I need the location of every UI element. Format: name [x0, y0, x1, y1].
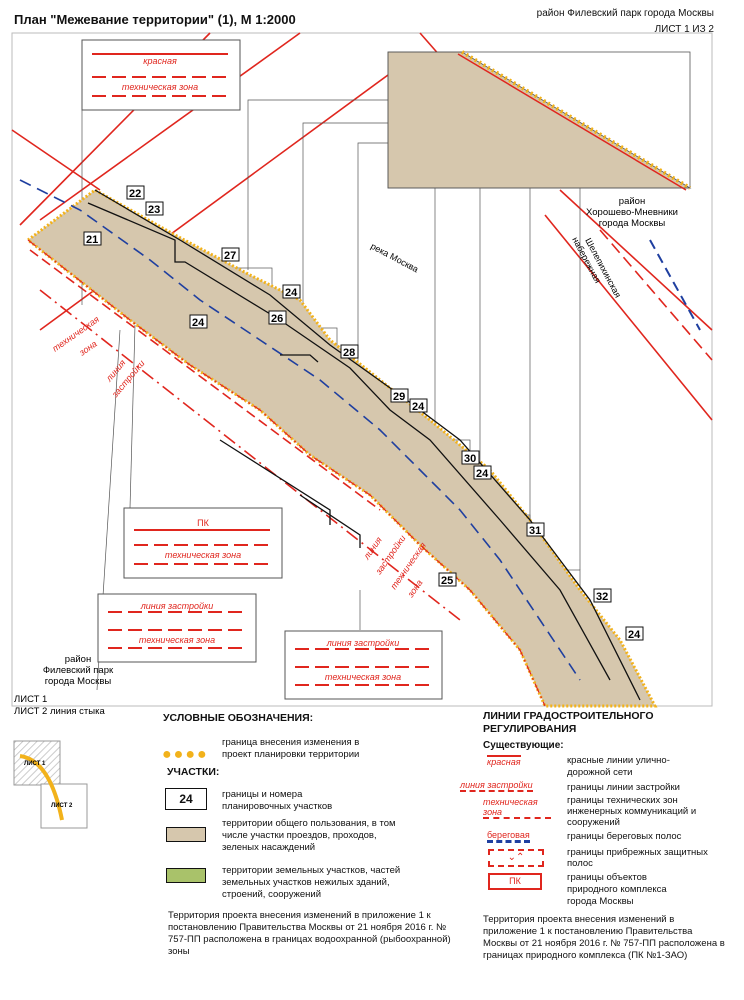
callout-natural-complex: ПК техническая зона	[123, 507, 283, 579]
district-ne-label: район Хорошево-Мневники города Москвы	[586, 196, 678, 229]
svg-text:22: 22	[129, 188, 141, 200]
parcel-22[interactable]: 22	[126, 185, 145, 200]
shore-line	[19, 179, 581, 681]
svg-text:техническая зона: техническая зона	[139, 635, 215, 645]
legend-land: территории земельных участков, частей зе…	[222, 865, 401, 900]
blue-dashed-line	[649, 239, 701, 331]
svg-text:линия: линия	[361, 535, 384, 562]
land-swatch	[166, 868, 206, 883]
lines-legend-item: красные линии улично-дорожной сети	[567, 755, 670, 778]
svg-text:29: 29	[393, 391, 405, 403]
svg-text:27: 27	[224, 250, 236, 262]
svg-text:техническая зона: техническая зона	[325, 672, 401, 682]
svg-text:26: 26	[271, 313, 283, 325]
sheet-number: ЛИСТ 1 ИЗ 2	[654, 24, 714, 35]
svg-text:31: 31	[529, 525, 541, 537]
svg-text:ЛИСТ 1: ЛИСТ 1	[24, 761, 46, 767]
parcel-21[interactable]: 21	[83, 231, 102, 246]
svg-text:24: 24	[412, 401, 425, 413]
svg-text:ЛИСТ 2: ЛИСТ 2	[51, 803, 73, 809]
inset-boundary	[460, 50, 692, 190]
legend-boundary: граница внесения изменения в проект план…	[222, 737, 360, 760]
svg-text:зона: зона	[77, 339, 99, 359]
lines-legend-subtitle: Существующие:	[483, 740, 564, 751]
legend-public: территории общего пользования, в том чис…	[222, 818, 396, 853]
svg-text:24: 24	[628, 629, 641, 641]
callout-building-line-1: линия застройки техническая зона	[97, 593, 257, 663]
svg-text:28: 28	[343, 347, 355, 359]
protective-strip-icon: ⌄⌃	[488, 849, 544, 867]
svg-text:24: 24	[285, 287, 298, 299]
lines-legend-item: границы объектов природного комплекса го…	[567, 872, 667, 907]
svg-text:21: 21	[86, 234, 98, 246]
tech-zone-symbol: техническая зона	[483, 797, 551, 819]
parcel-26[interactable]: 26	[268, 310, 287, 325]
svg-text:район: район	[619, 196, 645, 207]
parcel-labels: 22 23 21 27 24 26 24 28 29 24 30 24 31 2…	[83, 185, 644, 641]
svg-text:ПК: ПК	[197, 518, 209, 528]
parcels-title: УЧАСТКИ:	[167, 766, 220, 778]
red-lines	[11, 32, 713, 621]
svg-text:техническая зона: техническая зона	[165, 550, 241, 560]
lines-legend-item: границы технических зон инженерных комму…	[567, 795, 697, 828]
map-frame	[11, 32, 713, 707]
svg-text:зона: зона	[405, 578, 425, 600]
lines-legend-title: ЛИНИИ ГРАДОСТРОИТЕЛЬНОГО РЕГУЛИРОВАНИЯ	[483, 710, 654, 735]
svg-text:30: 30	[464, 453, 476, 465]
district-sw-label: район Филевский парк города Москвы	[43, 654, 114, 687]
svg-text:24: 24	[476, 468, 489, 480]
district-header: район Филевский парк города Москвы	[536, 8, 714, 19]
parcel-24[interactable]: 24	[189, 314, 208, 329]
parcel-24[interactable]: 24	[282, 284, 301, 299]
parcel-31[interactable]: 31	[526, 522, 545, 537]
plan-title: План "Межевание территории" (1), М 1:200…	[14, 12, 296, 27]
river-label: река Москва	[369, 241, 420, 274]
parcel-27[interactable]: 27	[221, 247, 240, 262]
svg-text:города Москвы: города Москвы	[599, 218, 666, 229]
building-line-symbol: линия застройки	[460, 780, 533, 792]
svg-text:23: 23	[148, 204, 160, 216]
parcel-24[interactable]: 24	[625, 626, 644, 641]
svg-text:Филевский парк: Филевский парк	[43, 665, 114, 676]
lines-legend-item: границы линии застройки	[567, 782, 680, 793]
parcel-number-swatch: 24	[165, 788, 207, 810]
callout-red-line: красная техническая зона	[81, 39, 241, 111]
svg-text:район: район	[65, 654, 91, 665]
sheet1-label: ЛИСТ 1	[14, 694, 47, 705]
parcel-30[interactable]: 30	[461, 450, 480, 465]
sheet2-join-label: ЛИСТ 2 линия стыка	[14, 706, 105, 717]
shore-strip-symbol: береговая	[487, 830, 530, 843]
svg-text:города Москвы: города Москвы	[45, 676, 112, 687]
parcel-32[interactable]: 32	[593, 588, 612, 603]
parcel-29[interactable]: 29	[390, 388, 409, 403]
parcel-28[interactable]: 28	[340, 344, 359, 359]
parcel-25[interactable]: 25	[438, 572, 457, 587]
inset-area	[387, 51, 692, 189]
svg-text:красная: красная	[143, 56, 177, 66]
natural-complex-symbol: ПК	[488, 873, 542, 890]
svg-text:24: 24	[192, 317, 205, 329]
svg-text:техническая зона: техническая зона	[122, 82, 198, 92]
legend-parcel-bounds: границы и номера планировочных участков	[222, 789, 333, 812]
red-line-symbol: красная	[487, 755, 521, 767]
parcel-24[interactable]: 24	[409, 398, 428, 413]
boundary-dots-icon: ●●●●	[162, 746, 209, 763]
svg-text:32: 32	[596, 591, 608, 603]
lines-legend-item: границы береговых полос	[567, 831, 682, 842]
svg-text:линия застройки: линия застройки	[326, 638, 400, 648]
lines-legend-note: Территория проекта внесения изменений в …	[483, 914, 725, 961]
callout-building-line-2: линия застройки техническая зона	[284, 630, 443, 700]
svg-text:25: 25	[441, 575, 453, 587]
parcel-23[interactable]: 23	[145, 201, 164, 216]
parcel-24[interactable]: 24	[473, 465, 492, 480]
svg-text:Хорошево-Мневники: Хорошево-Мневники	[586, 207, 678, 218]
legend-note: Территория проекта внесения изменений в …	[168, 910, 451, 957]
legend-title: УСЛОВНЫЕ ОБОЗНАЧЕНИЯ:	[163, 712, 314, 724]
lines-legend-item: границы прибрежных защитных полос	[567, 847, 708, 869]
public-swatch	[166, 827, 206, 842]
sheet-index: ЛИСТ 1 ЛИСТ 2	[13, 740, 88, 829]
svg-text:линия застройки: линия застройки	[140, 601, 214, 611]
